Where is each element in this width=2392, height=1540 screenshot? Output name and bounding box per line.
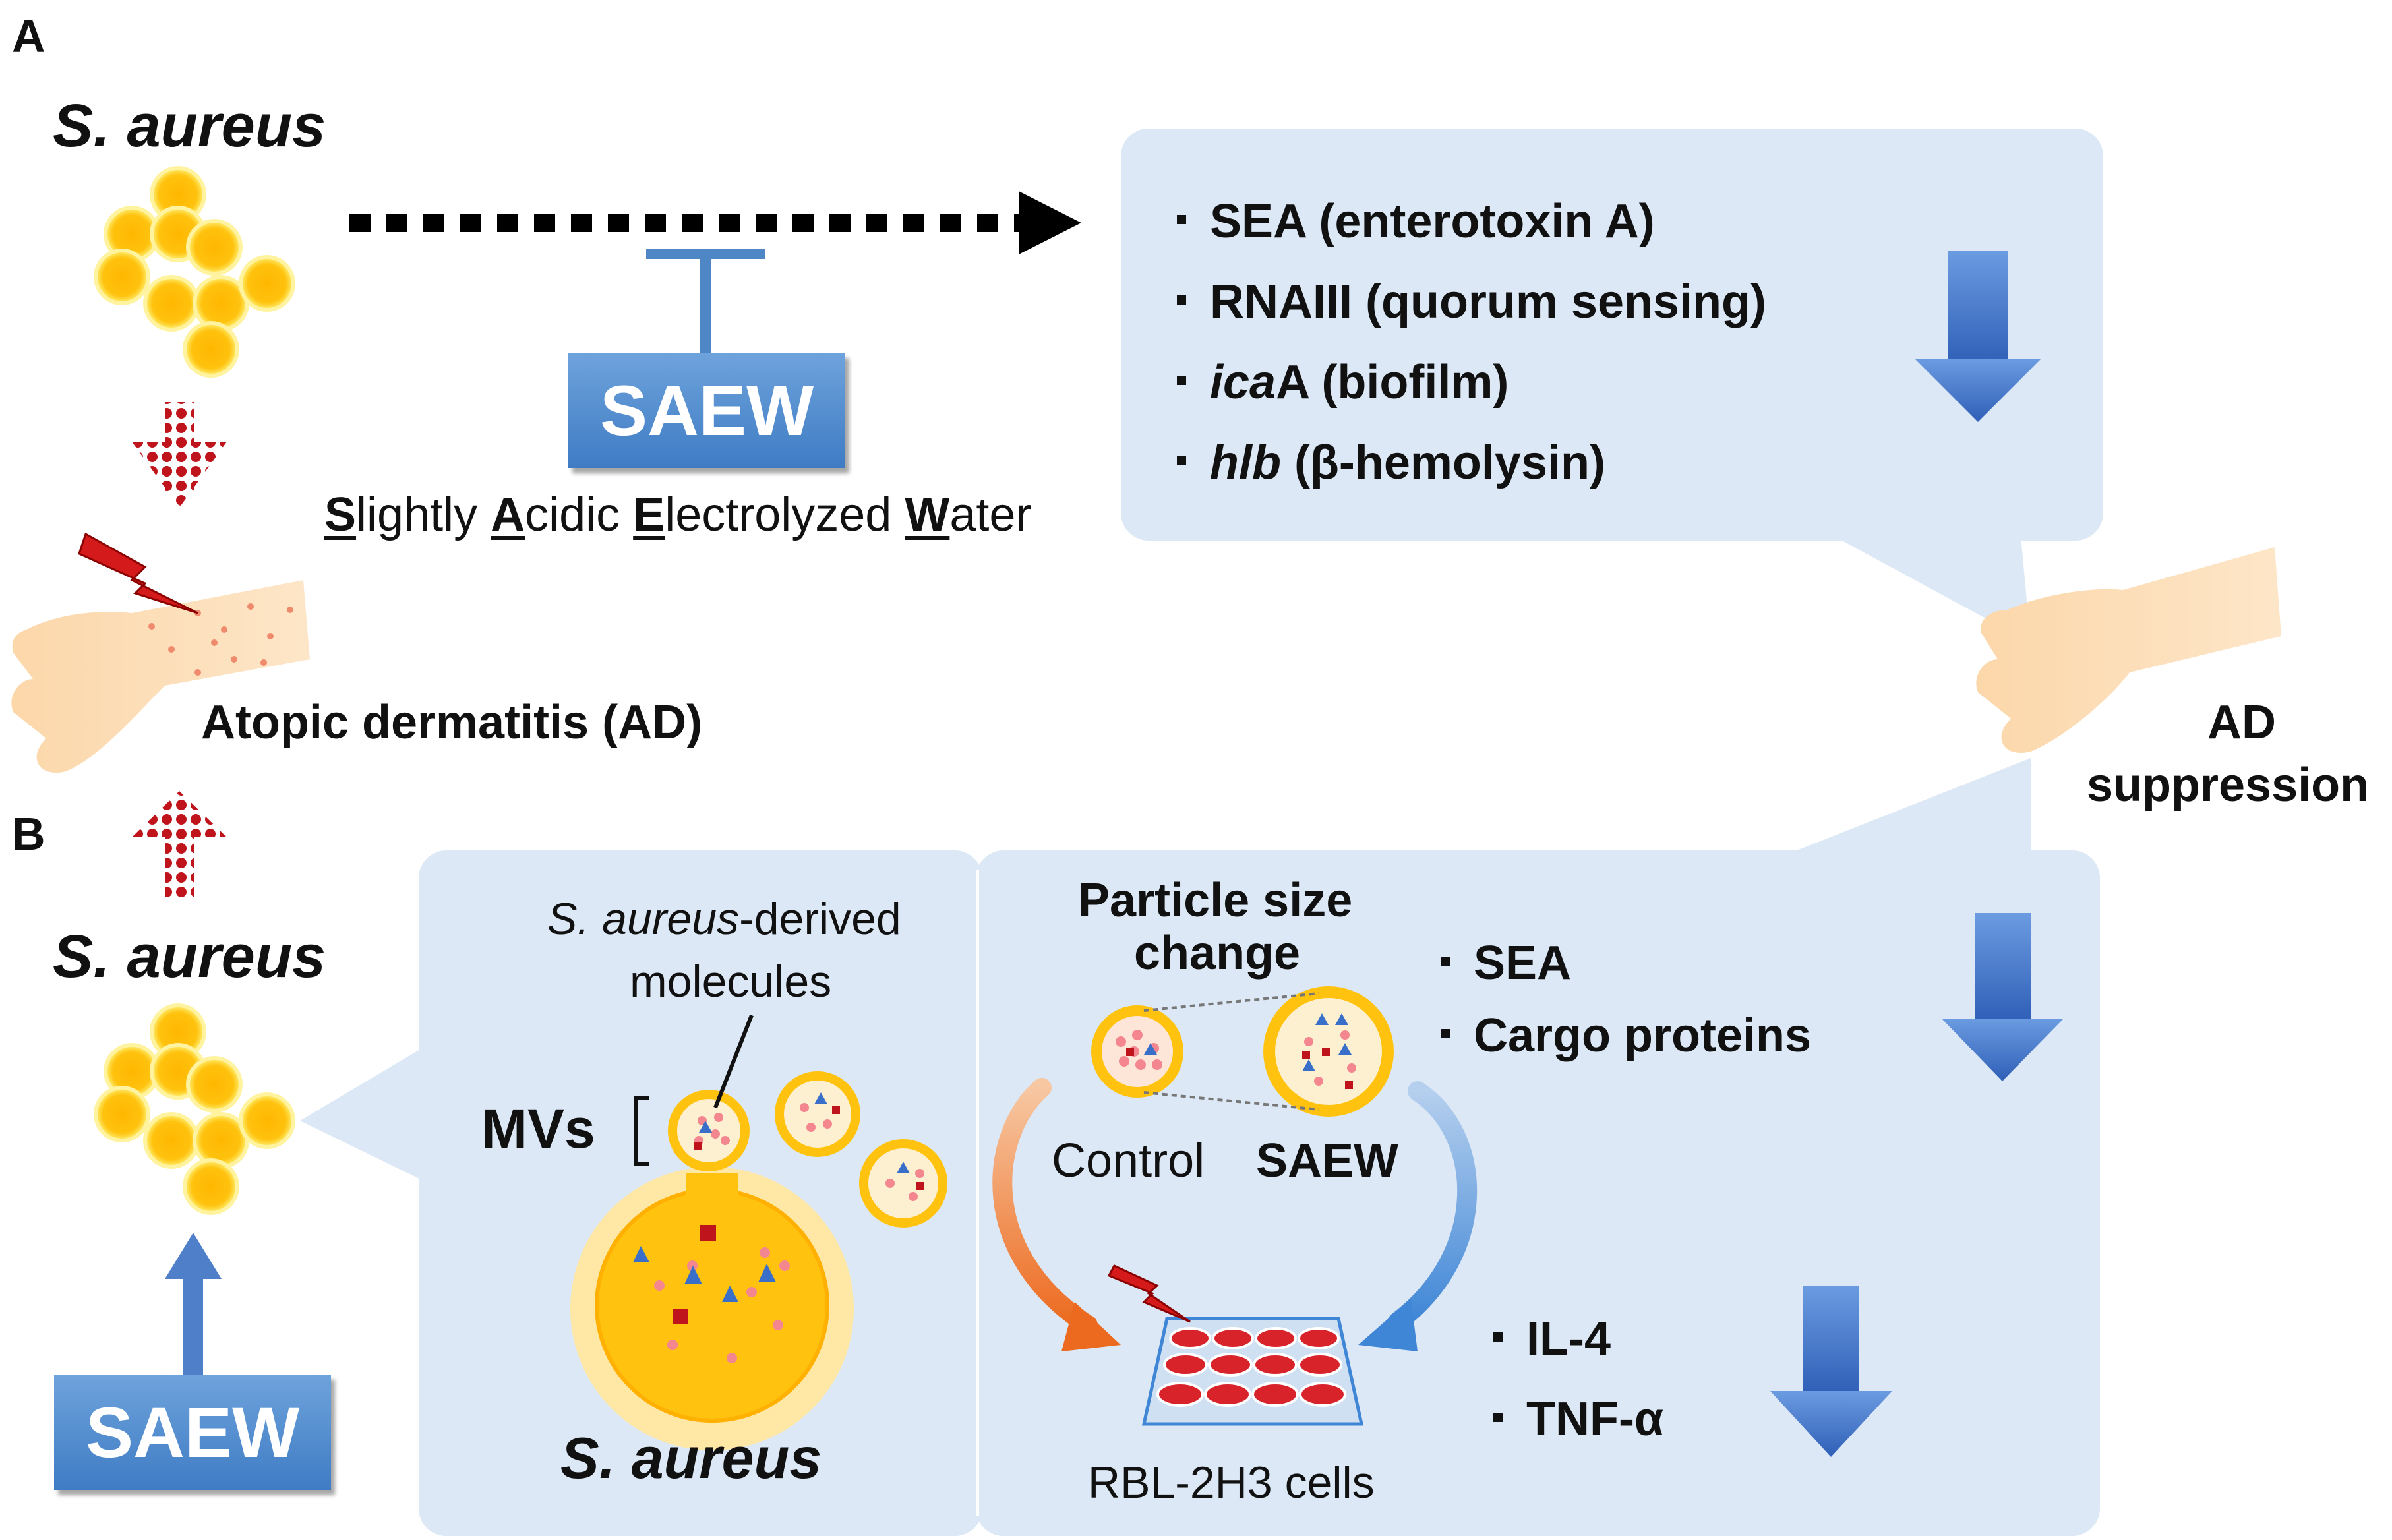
red-dotted-arrow-up bbox=[132, 791, 227, 900]
dotted-arrow bbox=[349, 191, 1081, 254]
saew-word-3: lectrolyzed bbox=[665, 489, 905, 541]
gene-item: icaA (biofilm) bbox=[1177, 359, 1766, 406]
healthy-arm bbox=[1976, 547, 2281, 753]
panel-a-gene-box bbox=[1121, 129, 2103, 643]
cytokine-item: TNF-α bbox=[1493, 1396, 1663, 1443]
mvs-bracket bbox=[634, 1014, 754, 1166]
down-arrow-cytokines bbox=[1770, 1286, 1892, 1457]
lightning-icon-a bbox=[78, 532, 198, 614]
saew-expansion: Slightly Acidic Electrolyzed Water bbox=[324, 491, 1031, 539]
disease-label: Atopic dermatitis (AD) bbox=[201, 696, 703, 749]
molecules-label-rest: -derived bbox=[739, 894, 901, 944]
saew-letter-e: E bbox=[633, 489, 665, 541]
mv-content-item: Cargo proteins bbox=[1441, 1012, 1811, 1059]
down-arrow-mv-contents bbox=[1942, 913, 2064, 1081]
gene-item: SEA (enterotoxin A) bbox=[1177, 198, 1766, 245]
saew-letter-a: A bbox=[491, 489, 525, 541]
molecules-label: S. aureus-derived bbox=[547, 897, 901, 941]
free-membrane-vesicles bbox=[775, 1071, 947, 1228]
saew-letter-w: W bbox=[905, 489, 950, 541]
gene-item: RNAIII (quorum sensing) bbox=[1177, 278, 1766, 326]
saew-letter-s: S bbox=[324, 489, 357, 541]
orange-curved-arrow bbox=[992, 1078, 1121, 1351]
s-aureus-cell-with-mv bbox=[570, 1090, 854, 1450]
saew-box-a: SAEW bbox=[568, 353, 845, 468]
saew-word-1: lightly bbox=[356, 489, 491, 541]
saew-mv bbox=[1143, 986, 1394, 1117]
affected-arm bbox=[11, 580, 310, 773]
mv-contents-list: SEA Cargo proteins bbox=[1441, 939, 1811, 1059]
outcome-label-line1: AD bbox=[2207, 696, 2276, 749]
species-label-a: S. aureus bbox=[53, 92, 326, 160]
down-arrow-genes bbox=[1915, 251, 2041, 422]
bacteria-cluster-a bbox=[94, 166, 295, 378]
panel-a-letter: A bbox=[12, 11, 45, 62]
s-aureus-cell-label: S. aureus bbox=[560, 1425, 822, 1491]
molecules-label-italic: S. aureus bbox=[547, 894, 740, 944]
cytokine-list: IL-4 TNF-α bbox=[1493, 1315, 1663, 1443]
saew-word-2: cidic bbox=[525, 489, 634, 541]
control-label: Control bbox=[1052, 1135, 1205, 1187]
species-label-b: S. aureus bbox=[53, 923, 326, 990]
control-mv bbox=[1091, 1005, 1183, 1098]
saew-word-4: ater bbox=[949, 489, 1032, 541]
particle-size-title-line2: change bbox=[1134, 927, 1301, 980]
well-plate bbox=[1141, 1317, 1364, 1426]
mvs-label: MVs bbox=[481, 1098, 595, 1160]
saew-label-b: SAEW bbox=[1256, 1135, 1398, 1187]
cytokine-item: IL-4 bbox=[1493, 1315, 1663, 1363]
panel-b-letter: B bbox=[12, 808, 45, 860]
gene-item: hlb (β-hemolysin) bbox=[1177, 439, 1766, 487]
lightning-icon-b bbox=[1107, 1264, 1191, 1323]
bacteria-cluster-b bbox=[94, 1003, 295, 1215]
molecules-label-line2: molecules bbox=[630, 957, 832, 1007]
mv-content-item: SEA bbox=[1441, 939, 1811, 987]
saew-box-b: SAEW bbox=[54, 1375, 331, 1490]
blue-curved-arrow bbox=[1358, 1081, 1477, 1351]
inhibition-symbol bbox=[646, 249, 765, 353]
up-arrow-saew bbox=[165, 1233, 222, 1391]
particle-size-title-line1: Particle size bbox=[1078, 874, 1353, 927]
cells-label: RBL-2H3 cells bbox=[1088, 1458, 1375, 1508]
gene-list: SEA (enterotoxin A) RNAIII (quorum sensi… bbox=[1177, 198, 1766, 487]
outcome-label-line2: suppression bbox=[2087, 759, 2370, 812]
red-dotted-arrow-down bbox=[132, 402, 227, 508]
